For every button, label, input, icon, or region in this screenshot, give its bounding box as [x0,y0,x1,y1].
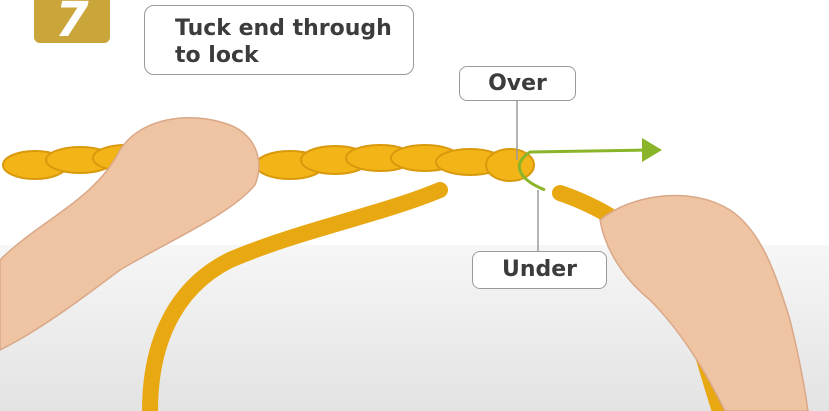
step-caption: Tuck end through to lock [144,5,414,75]
rope-braid [3,145,534,181]
step-number-badge: 7 [34,0,110,43]
tuck-path-line [519,150,650,190]
over-label: Over [459,66,576,101]
right-arrow-icon [642,138,662,162]
under-label: Under [472,251,607,289]
